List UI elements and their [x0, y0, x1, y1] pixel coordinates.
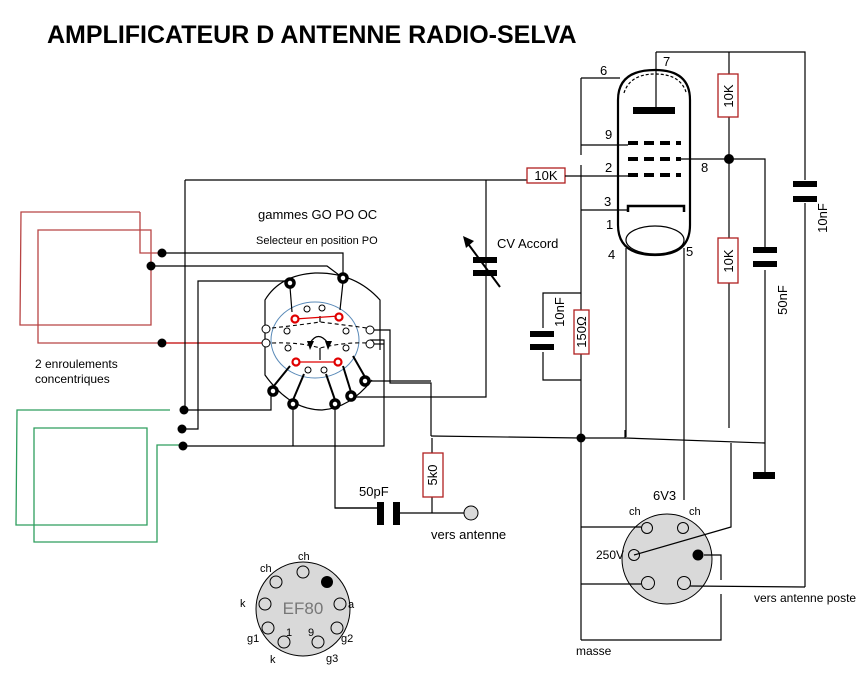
ef80-pin-label: 1 — [286, 627, 292, 639]
pin-3-label: 3 — [604, 194, 611, 209]
resistor-antenna-value: 5k0 — [425, 465, 440, 486]
pin-9-label: 9 — [605, 127, 612, 142]
capacitor-input-value: 50pF — [359, 484, 389, 499]
antenna-input — [335, 438, 465, 525]
ef80-pin-label: a — [348, 599, 355, 611]
ef80-socket-name: EF80 — [283, 599, 324, 618]
resistor-screen-value: 10K — [721, 249, 736, 272]
vers-antenne-label: vers antenne — [431, 527, 506, 542]
resistor-anode — [717, 73, 739, 118]
band-selector[interactable] — [261, 272, 381, 411]
ef80-pin-label: ch — [260, 563, 272, 575]
pin-4-label: 4 — [608, 247, 615, 262]
resistor-grid-value: 10K — [534, 168, 557, 183]
coils-label-2: concentriques — [35, 372, 110, 386]
junction-dot — [177, 424, 187, 434]
vers-antenne-poste-label: vers antenne poste — [754, 591, 856, 605]
cathode-network — [530, 77, 628, 640]
capacitor-screen-value: 50nF — [775, 285, 790, 315]
ef80-pin-label: ch — [298, 551, 310, 563]
cv-accord-label: CV Accord — [497, 236, 558, 251]
pin-2-label: 2 — [605, 160, 612, 175]
ground-junction — [576, 433, 586, 443]
green-coil — [15, 409, 182, 543]
selector-subheading: Selecteur en position PO — [256, 235, 378, 247]
coils-label-1: 2 enroulements — [35, 357, 118, 371]
junction-dot — [157, 248, 167, 258]
capacitor-cathode-value: 10nF — [552, 297, 567, 327]
pin-7-label: 7 — [663, 54, 670, 69]
ef80-tube — [616, 52, 729, 500]
selector-heading: gammes GO PO OC — [258, 207, 377, 222]
junction-dot — [178, 441, 188, 451]
ef80-pin-label: g3 — [326, 653, 338, 665]
cv-accord-capacitor[interactable] — [463, 236, 501, 288]
screen-junction — [724, 154, 734, 164]
ef80-socket — [255, 561, 351, 657]
power-pin-label: ch — [629, 506, 641, 518]
resistor-screen — [717, 237, 739, 284]
resistor-antenna — [422, 452, 444, 498]
ef80-pin-label: g2 — [341, 633, 353, 645]
hv-label: 250V — [596, 548, 624, 562]
masse-label: masse — [576, 644, 612, 658]
power-pin-label: ch — [689, 506, 701, 518]
resistor-cathode-value: 150Ω — [574, 316, 589, 348]
capacitor-output-value: 10nF — [815, 203, 830, 233]
ef80-pin-label: k — [240, 598, 246, 610]
pin-8-label: 8 — [701, 160, 708, 175]
coil-wires — [155, 179, 528, 447]
ef80-pin-label: k — [270, 654, 276, 666]
resistor-cathode — [573, 309, 590, 355]
pin-5-label: 5 — [686, 244, 693, 259]
heater-voltage-label: 6V3 — [653, 488, 676, 503]
pin-6-label: 6 — [600, 63, 607, 78]
power-socket — [581, 443, 806, 641]
ef80-pin-label: 9 — [308, 627, 314, 639]
page-title: AMPLIFICATEUR D ANTENNE RADIO-SELVA — [47, 21, 577, 49]
pin-1-label: 1 — [606, 217, 613, 232]
junction-dot — [157, 338, 167, 348]
red-coil — [19, 211, 162, 344]
antenna-terminal[interactable] — [463, 505, 479, 521]
hv-network — [624, 51, 817, 587]
junction-dot — [146, 261, 156, 271]
resistor-anode-value: 10K — [721, 84, 736, 107]
ef80-pin-label: g1 — [247, 633, 259, 645]
junction-dot — [179, 405, 189, 415]
